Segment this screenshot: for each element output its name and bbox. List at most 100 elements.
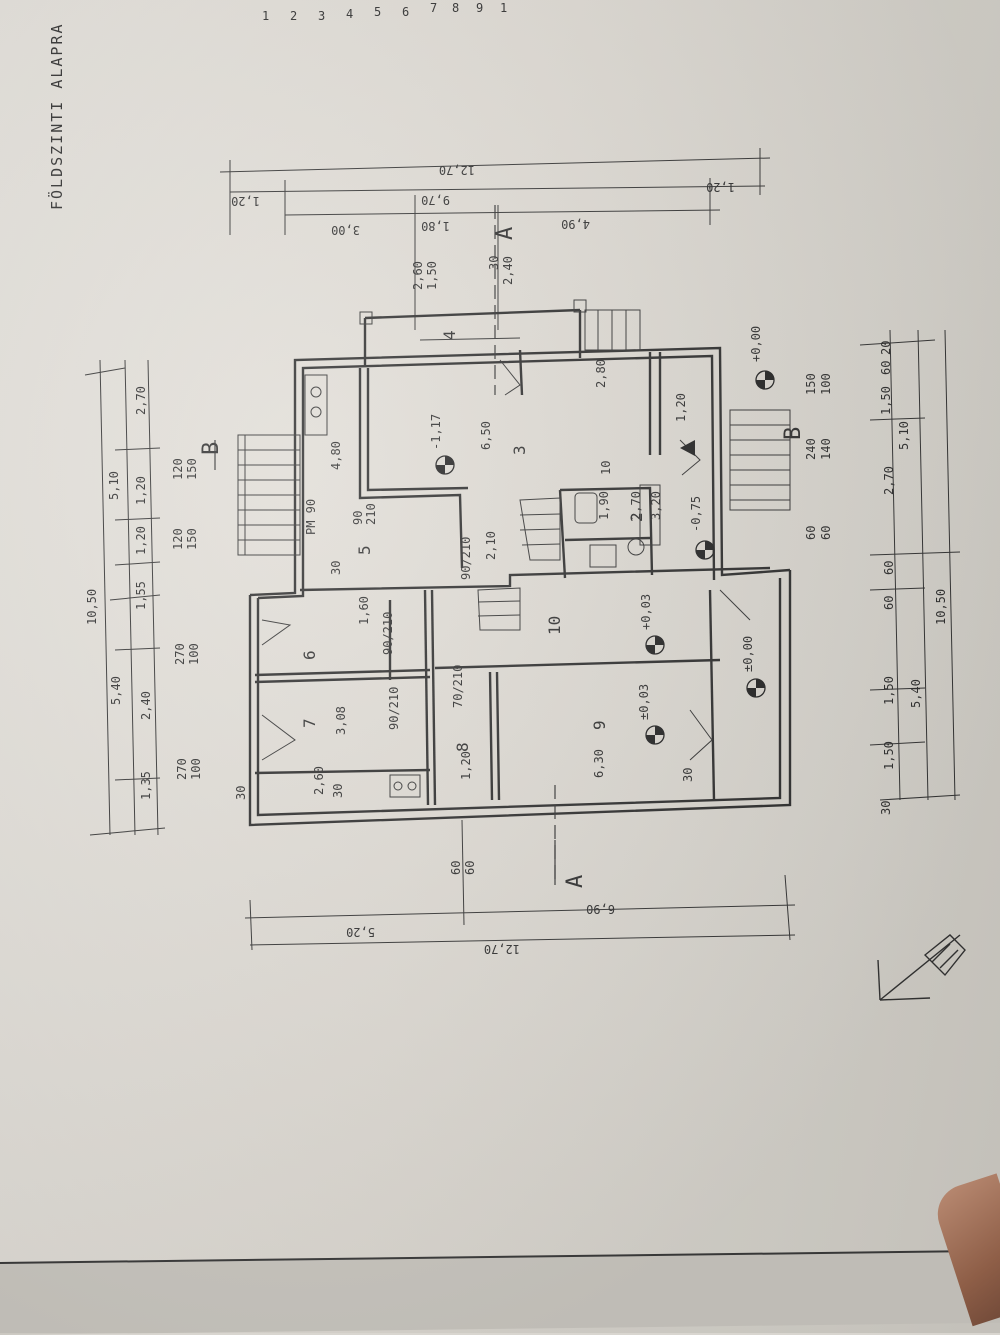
svg-text:4: 4 <box>346 7 353 21</box>
svg-text:2,70: 2,70 <box>134 386 148 415</box>
svg-text:4,90: 4,90 <box>561 217 590 231</box>
room-label: 3 <box>510 445 529 455</box>
section-label-a: A <box>563 875 588 888</box>
svg-text:+0,03: +0,03 <box>639 594 653 630</box>
bottom-dimension-labels: 6,90 5,20 12,70 60 60 <box>346 861 615 956</box>
svg-text:270: 270 <box>173 643 187 665</box>
svg-text:100: 100 <box>187 643 201 665</box>
level-marker-icon <box>695 540 715 560</box>
svg-text:2,60: 2,60 <box>411 261 425 290</box>
svg-text:150: 150 <box>185 458 199 480</box>
level-marker-icon <box>746 678 766 698</box>
level-markers: +0,00 ±0,00 ±0,03 +0,03 -0,75 -1,17 <box>429 326 775 745</box>
svg-text:1,20: 1,20 <box>674 393 688 422</box>
svg-text:7: 7 <box>430 1 437 15</box>
svg-text:210: 210 <box>364 503 378 525</box>
svg-text:100: 100 <box>819 373 833 395</box>
svg-text:60: 60 <box>879 361 893 375</box>
svg-text:12,70: 12,70 <box>439 163 475 177</box>
svg-text:90: 90 <box>351 511 365 525</box>
door-marks: 90/210 90/210 70/210 90/210 <box>381 537 473 730</box>
svg-text:2,10: 2,10 <box>484 531 498 560</box>
svg-text:1: 1 <box>262 9 269 23</box>
left-dimension-lines <box>84 359 166 836</box>
plan-title: FÖLDSZINTI ALAPRA <box>47 22 66 210</box>
svg-text:2,40: 2,40 <box>139 691 153 720</box>
svg-text:90/210: 90/210 <box>459 537 473 580</box>
svg-text:270: 270 <box>175 758 189 780</box>
svg-text:240: 240 <box>804 438 818 460</box>
room-label: 6 <box>300 650 319 660</box>
level-marker-icon <box>645 725 665 745</box>
svg-text:60: 60 <box>882 596 896 610</box>
right-dimension-lines <box>859 329 961 801</box>
room-label: 5 <box>355 545 374 555</box>
svg-text:30: 30 <box>234 786 248 800</box>
svg-text:3,20: 3,20 <box>649 491 663 520</box>
svg-text:5,40: 5,40 <box>909 679 923 708</box>
svg-text:PM 90: PM 90 <box>304 499 318 535</box>
svg-text:1,55: 1,55 <box>134 581 148 610</box>
level-marker-icon <box>435 455 455 475</box>
svg-text:±0,03: ±0,03 <box>637 684 651 720</box>
svg-text:±0,00: ±0,00 <box>741 636 755 672</box>
svg-text:2,80: 2,80 <box>594 359 608 388</box>
svg-text:10,50: 10,50 <box>934 589 948 625</box>
svg-text:6,50: 6,50 <box>479 421 493 450</box>
svg-text:20: 20 <box>879 341 893 355</box>
svg-text:140: 140 <box>819 438 833 460</box>
section-label-a-top: A <box>493 227 518 240</box>
svg-text:30: 30 <box>681 768 695 782</box>
svg-text:8: 8 <box>452 1 459 15</box>
svg-text:1,20: 1,20 <box>134 476 148 505</box>
svg-text:120: 120 <box>171 528 185 550</box>
svg-text:10,50: 10,50 <box>85 589 99 625</box>
room-label: 9 <box>590 720 609 730</box>
svg-text:1,20: 1,20 <box>231 194 260 208</box>
svg-text:60: 60 <box>449 861 463 875</box>
legend-numbers: 1 2 3 4 5 6 7 8 9 1 <box>262 1 507 23</box>
fixtures <box>304 374 661 798</box>
svg-text:150: 150 <box>185 528 199 550</box>
svg-text:2,60: 2,60 <box>312 766 326 795</box>
interior-dimension-labels: 4,80 6,50 6,30 3,08 2,60 1,60 1,20 1,20 … <box>234 359 695 800</box>
svg-text:5,40: 5,40 <box>109 676 123 705</box>
svg-text:2: 2 <box>290 9 297 23</box>
svg-text:1,35: 1,35 <box>139 771 153 800</box>
stairs <box>237 299 791 631</box>
level-marker-icon <box>755 370 775 390</box>
svg-text:60: 60 <box>804 526 818 540</box>
svg-text:1,50: 1,50 <box>425 261 439 290</box>
section-label-b-right: B <box>781 427 806 440</box>
room-label: 7 <box>300 718 319 728</box>
door-swings <box>261 337 751 761</box>
svg-text:4,80: 4,80 <box>329 441 343 470</box>
svg-text:2,70: 2,70 <box>629 491 643 520</box>
top-dimension-labels: 12,70 1,20 9,70 1,20 3,00 1,80 4,90 2,60… <box>231 163 735 290</box>
svg-text:1: 1 <box>500 1 507 15</box>
svg-text:1,20: 1,20 <box>706 180 735 194</box>
svg-text:1,50: 1,50 <box>882 741 896 770</box>
walls <box>248 308 792 827</box>
svg-text:1,90: 1,90 <box>597 491 611 520</box>
left-dimension-labels: 10,50 5,40 5,10 2,70 1,20 1,20 1,55 2,40… <box>85 386 224 800</box>
svg-text:30: 30 <box>329 561 343 575</box>
section-label-b: B <box>199 442 224 455</box>
room-label: 10 <box>545 616 564 635</box>
svg-text:1,50: 1,50 <box>879 386 893 415</box>
level-marker-icon <box>645 635 665 655</box>
right-dimension-labels: 10,50 5,40 5,10 30 1,50 1,50 60 60 2,70 … <box>781 341 948 815</box>
svg-text:30: 30 <box>331 784 345 798</box>
svg-text:5,10: 5,10 <box>107 471 121 500</box>
svg-text:6: 6 <box>402 5 409 19</box>
svg-text:5: 5 <box>374 5 381 19</box>
room-label: 8 <box>453 742 472 752</box>
svg-text:9,70: 9,70 <box>421 193 450 207</box>
svg-text:-1,17: -1,17 <box>429 414 443 450</box>
svg-text:12,70: 12,70 <box>484 942 520 956</box>
svg-text:150: 150 <box>804 373 818 395</box>
svg-text:3,08: 3,08 <box>334 706 348 735</box>
svg-text:30: 30 <box>879 801 893 815</box>
svg-text:6,90: 6,90 <box>586 902 615 916</box>
